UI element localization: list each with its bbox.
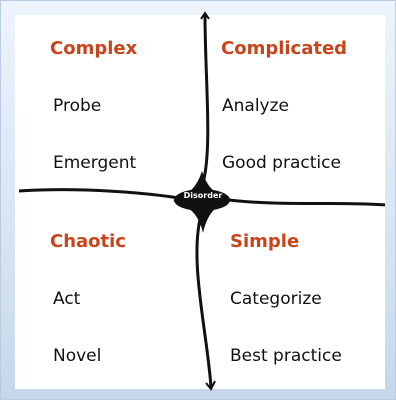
complicated-action: Analyze <box>222 96 289 116</box>
boundary-bottom <box>195 214 213 388</box>
complex-action: Probe <box>53 96 102 116</box>
simple-title: Simple <box>230 231 300 252</box>
chaotic-practice: Novel <box>53 346 102 366</box>
boundary-right <box>220 197 386 207</box>
complicated-title: Complicated <box>221 38 348 59</box>
disorder-core <box>174 189 230 211</box>
complex-practice: Emergent <box>53 153 137 173</box>
chaotic-action: Act <box>53 289 81 309</box>
boundary-top-tip <box>200 11 210 20</box>
simple-action: Categorize <box>230 289 322 309</box>
chaotic-title: Chaotic <box>50 231 126 252</box>
disorder-label: Disorder <box>183 191 223 200</box>
complex-title: Complex <box>50 38 138 59</box>
complicated-practice: Good practice <box>222 153 341 173</box>
boundary-bottom-tip <box>205 380 216 391</box>
simple-practice: Best practice <box>230 346 342 366</box>
boundary-left <box>18 188 186 201</box>
boundary-top <box>200 14 210 188</box>
